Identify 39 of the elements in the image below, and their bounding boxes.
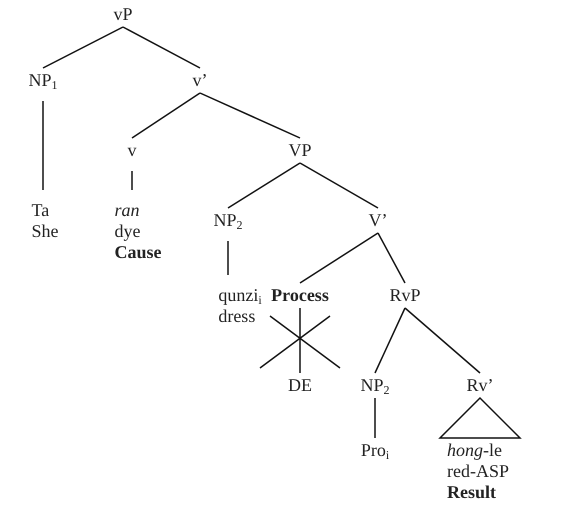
category-label: RvP (389, 285, 421, 306)
category-label: Pro$_{i}$ (360, 440, 390, 461)
word-label: ran (114, 200, 140, 221)
gloss-label: red-ASP (447, 461, 509, 482)
tree-branch (42, 101, 44, 190)
role-label: Result (447, 482, 496, 503)
category-label: V’ (368, 210, 388, 231)
category-label: DE (288, 375, 312, 396)
category-label: vP (114, 4, 132, 25)
tree-branch (300, 232, 378, 284)
gloss-label: dress (218, 306, 256, 327)
gloss-label: dye (114, 221, 140, 242)
tree-branch (299, 308, 301, 373)
tree-branch (404, 307, 480, 374)
word-label: hong-le (447, 440, 502, 461)
tree-branch (200, 92, 300, 139)
gloss-label: She (32, 221, 58, 242)
category-label: NP$_{2}$ (360, 375, 390, 396)
tree-branch (42, 26, 124, 69)
role-label: Cause (114, 242, 162, 263)
word-label: qunzi$_{i}$ (218, 285, 262, 306)
tree-branch (374, 398, 376, 438)
category-label: NP$_{2}$ (214, 210, 242, 231)
category-label: Rv’ (466, 375, 494, 396)
category-label: NP$_{1}$ (28, 70, 58, 91)
category-label: VP (288, 140, 312, 161)
word-label: Ta (32, 200, 50, 221)
triangle-branch (438, 396, 522, 439)
tree-branch (132, 92, 200, 139)
category-label: Process (271, 285, 329, 306)
tree-branch (131, 171, 133, 190)
category-label: v (128, 140, 136, 161)
tree-branch (374, 308, 406, 374)
tree-branch (227, 241, 229, 275)
tree-branch (122, 26, 200, 69)
category-label: v’ (192, 70, 208, 91)
tree-branch (300, 162, 378, 209)
tree-branch (228, 162, 300, 209)
tree-branch (377, 232, 406, 284)
